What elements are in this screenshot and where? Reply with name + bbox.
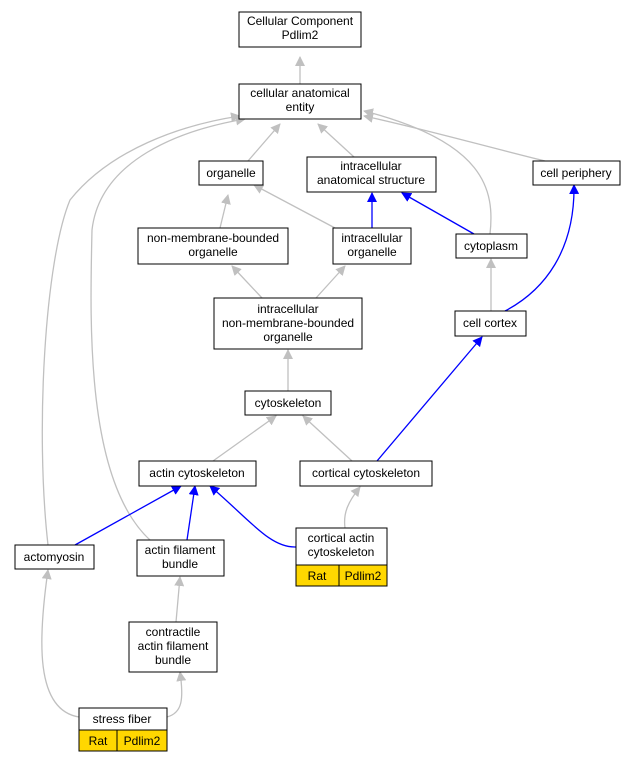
node-label-line-1: intracellular bbox=[341, 231, 402, 245]
node-label: cytoplasm bbox=[464, 239, 518, 253]
nodes: Cellular Component Pdlim2 cellular anato… bbox=[14, 11, 621, 752]
edge-ias-to-cae bbox=[317, 123, 355, 158]
node-label-line-1: cellular anatomical bbox=[250, 86, 349, 100]
edge-actomyosin-to-actincyto bbox=[74, 485, 182, 546]
edge-cytoplasm-to-ias bbox=[401, 192, 475, 235]
node-intracellular-non-membrane-bounded-organelle[interactable]: intracellular non-membrane-bounded organ… bbox=[213, 297, 363, 350]
node-cell-periphery[interactable]: cell periphery bbox=[532, 160, 621, 186]
node-actin-filament-bundle[interactable]: actin filament bundle bbox=[136, 539, 225, 577]
edge-inmbo-to-io bbox=[315, 265, 346, 299]
node-label: actin cytoskeleton bbox=[149, 466, 244, 480]
annotation-species: Rat bbox=[308, 569, 327, 583]
edge-afb-to-cae bbox=[90, 115, 246, 541]
node-organelle[interactable]: organelle bbox=[198, 160, 264, 186]
node-cellular-anatomical-entity[interactable]: cellular anatomical entity bbox=[238, 83, 362, 120]
node-label-line-2: organelle bbox=[188, 245, 238, 259]
edge-io-to-organelle bbox=[253, 184, 336, 229]
node-label-line-3: organelle bbox=[263, 330, 313, 344]
node-label-line-2: Pdlim2 bbox=[282, 28, 319, 42]
annotation-gene: Pdlim2 bbox=[124, 734, 161, 748]
edge-cellcortex-to-cellper bbox=[504, 184, 580, 312]
annotation-gene-cell bbox=[116, 729, 168, 752]
edge-stressfiber-to-actomyosin bbox=[41, 569, 80, 718]
edge-cafb-to-afb bbox=[174, 576, 185, 623]
node-label-line-1: contractile bbox=[146, 625, 201, 639]
node-label-line-1: non-membrane-bounded bbox=[147, 231, 279, 245]
node-label-line-2: actin filament bbox=[138, 639, 209, 653]
node-label: cytoskeleton bbox=[255, 396, 322, 410]
edge-cac-to-actincyto bbox=[209, 485, 297, 548]
node-contractile-actin-filament-bundle[interactable]: contractile actin filament bundle bbox=[128, 621, 218, 673]
node-actin-cytoskeleton[interactable]: actin cytoskeleton bbox=[138, 460, 257, 487]
node-label-line-1: intracellular bbox=[340, 159, 401, 173]
node-label-line-2: organelle bbox=[347, 245, 397, 259]
edge-nmbo-to-organelle bbox=[219, 194, 231, 229]
node-label-line-1: actin filament bbox=[145, 543, 216, 557]
edge-stressfiber-to-cafb bbox=[166, 671, 187, 718]
node-label-line-1: Cellular Component bbox=[247, 14, 354, 28]
edge-inmbo-to-nmbo bbox=[231, 265, 263, 299]
node-label: stress fiber bbox=[93, 712, 152, 726]
annotation-gene-cell bbox=[338, 564, 388, 587]
node-cellular-component-pdlim2[interactable]: Cellular Component Pdlim2 bbox=[238, 11, 362, 48]
edge-cellper-to-cae bbox=[363, 112, 546, 162]
node-label: cell periphery bbox=[540, 166, 611, 180]
annotation-gene: Pdlim2 bbox=[345, 569, 382, 583]
edge-actomyosin-to-cae bbox=[41, 112, 241, 546]
node-label-line-2: non-membrane-bounded bbox=[222, 316, 354, 330]
node-label-line-3: bundle bbox=[155, 653, 191, 667]
node-non-membrane-bounded-organelle[interactable]: non-membrane-bounded organelle bbox=[137, 227, 289, 265]
node-stress-fiber[interactable]: stress fiber Rat Pdlim2 bbox=[78, 707, 168, 752]
edge-cac-to-corticalcyto bbox=[343, 486, 361, 529]
node-label-line-2: entity bbox=[286, 100, 315, 114]
edge-afb-to-actincyto bbox=[186, 485, 199, 541]
node-cytoskeleton[interactable]: cytoskeleton bbox=[244, 390, 332, 416]
edge-corticalcyto-to-cellcortex bbox=[376, 336, 483, 462]
node-label: actomyosin bbox=[24, 550, 85, 564]
node-label-line-2: bundle bbox=[162, 557, 198, 571]
node-label: organelle bbox=[206, 166, 256, 180]
node-actomyosin[interactable]: actomyosin bbox=[14, 544, 95, 570]
node-label-line-1: cortical actin bbox=[308, 531, 375, 545]
node-cytoplasm[interactable]: cytoplasm bbox=[455, 233, 528, 259]
node-intracellular-organelle[interactable]: intracellular organelle bbox=[332, 227, 412, 265]
node-label: cortical cytoskeleton bbox=[312, 466, 420, 480]
edge-organelle-to-cae bbox=[247, 123, 281, 162]
edge-actincyto-to-cytoskeleton bbox=[212, 415, 277, 462]
edge-corticalcyto-to-cytoskeleton bbox=[302, 415, 353, 462]
node-label-line-1: intracellular bbox=[257, 302, 318, 316]
node-label: cell cortex bbox=[463, 316, 517, 330]
annotation-species: Rat bbox=[89, 734, 108, 748]
node-cell-cortex[interactable]: cell cortex bbox=[454, 310, 527, 337]
node-cortical-cytoskeleton[interactable]: cortical cytoskeleton bbox=[299, 460, 433, 487]
edge-cytoplasm-to-cae bbox=[363, 108, 492, 235]
edges bbox=[41, 56, 580, 718]
node-label-line-2: anatomical structure bbox=[317, 173, 425, 187]
node-label-line-2: cytoskeleton bbox=[308, 545, 375, 559]
node-cortical-actin-cytoskeleton[interactable]: cortical actin cytoskeleton Rat Pdlim2 bbox=[295, 527, 388, 587]
node-intracellular-anatomical-structure[interactable]: intracellular anatomical structure bbox=[306, 156, 437, 193]
